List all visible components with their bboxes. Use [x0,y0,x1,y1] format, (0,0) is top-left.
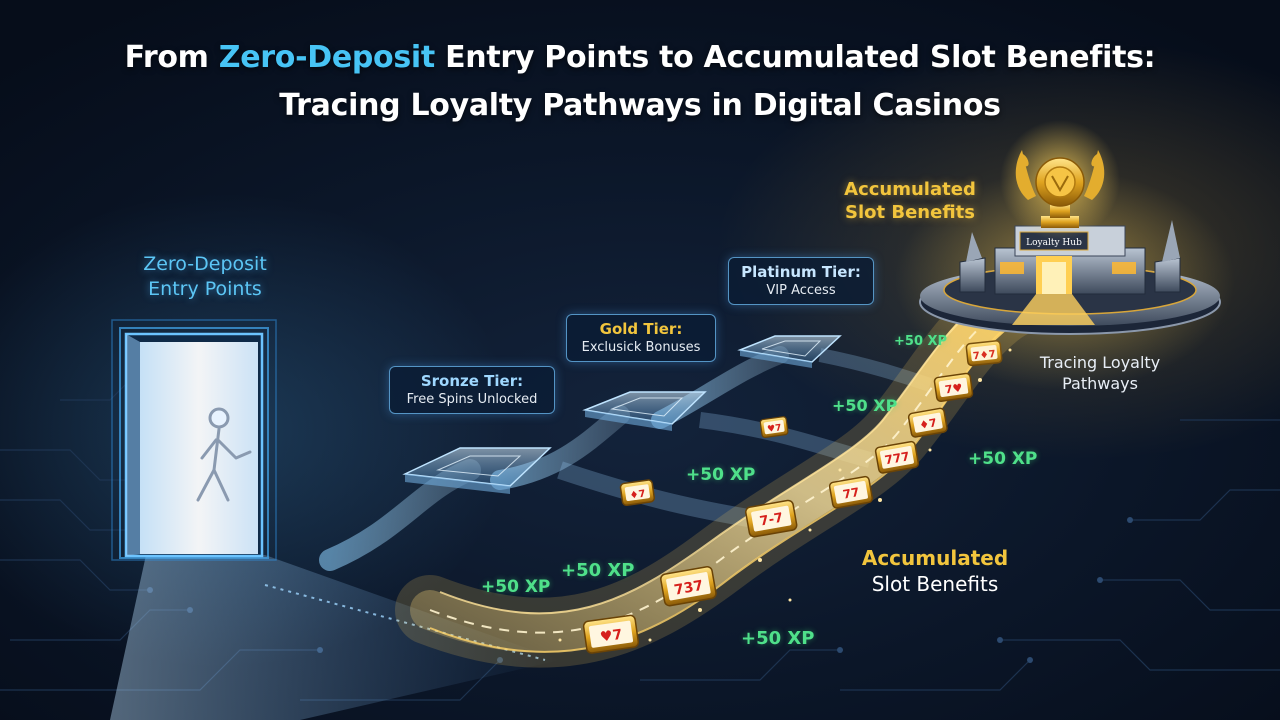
svg-text:737: 737 [673,578,705,599]
svg-text:777: 777 [884,449,911,467]
tier-desc: Free Spins Unlocked [406,392,538,407]
svg-text:7-7: 7-7 [759,511,785,530]
entry-door [111,319,277,561]
svg-text:♥7: ♥7 [599,627,623,646]
tier-callout-bronze: Sronze Tier: Free Spins Unlocked [389,366,555,414]
slot-reel-icon: 737 [660,566,717,607]
bottom-benefits-line1: Accumulated [861,546,1009,570]
walking-person-icon [196,407,252,502]
xp-badge: +50 XP [686,465,756,485]
slot-reel-icon: 77 [828,475,874,509]
svg-text:♦7: ♦7 [918,416,938,432]
tier-platform-gold [582,391,707,431]
tier-name: Platinum Tier: [741,263,861,281]
slot-reels: ♥7 737 7-7 77 777 [582,340,1003,654]
bottom-benefits-line2: Slot Benefits [871,572,999,596]
top-benefits-line2: Slot Benefits [845,202,975,223]
slot-reel-icon: ♦7 [619,479,655,507]
tier-desc: VIP Access [766,283,836,298]
top-benefits-line1: Accumulated [844,179,976,200]
slot-reel-icon: 777 [874,440,920,474]
page-title-line2: Tracing Loyalty Pathways in Digital Casi… [279,88,1001,123]
entry-points-label: Zero-Deposit Entry Points [120,252,290,302]
title-highlight: Zero-Deposit [218,40,435,75]
slot-reel-icon: ♥7 [759,416,789,439]
bottom-benefits-label: Accumulated Slot Benefits [840,545,1030,597]
tier-callout-platinum: Platinum Tier: VIP Access [728,257,874,305]
xp-badge: +50 XP [968,449,1038,469]
tier-name: Gold Tier: [599,320,683,338]
entry-label-line2: Entry Points [148,278,262,300]
laurel-wreath-icon [1015,150,1105,200]
svg-text:7♥: 7♥ [944,381,963,396]
entry-label-line1: Zero-Deposit [143,253,267,275]
entry-light-floor [110,555,560,720]
trophy-icon [1000,120,1120,240]
xp-badge: +50 XP [832,396,898,415]
tier-callout-gold: Gold Tier: Exclusick Bonuses [566,314,716,362]
xp-badge: +50 XP [481,577,551,597]
svg-text:♥7: ♥7 [767,423,783,435]
tier-name: Sronze Tier: [420,372,524,390]
tier-desc: Exclusick Bonuses [581,340,701,355]
title-suffix: Entry Points to Accumulated Slot Benefit… [434,40,1156,75]
castle-hub-icon [919,220,1221,335]
tier-platform-bronze [402,447,552,494]
slot-reel-icon: ♦7 [907,407,948,438]
title-prefix: From [124,40,219,75]
hub-sign: Loyalty Hub [1026,238,1082,248]
svg-text:77: 77 [842,485,861,502]
slot-reel-icon: 7♥ [933,372,974,402]
xp-badge: +50 XP [561,560,635,581]
svg-text:♦7: ♦7 [629,489,646,502]
slot-reel-icon: ♥7 [582,614,640,654]
page-title-line1: From Zero-Deposit Entry Points to Accumu… [0,40,1280,75]
pathways-line2: Pathways [1062,374,1138,393]
xp-badge: +50 XP [741,628,815,649]
top-benefits-label: Accumulated Slot Benefits [820,178,1000,224]
tier-platform-platinum [737,335,842,368]
pathways-line1: Tracing Loyalty [1039,353,1161,372]
slot-reel-icon: 7-7 [745,499,798,538]
pathways-label: Tracing Loyalty Pathways [1020,352,1180,394]
xp-badge: +50 XP [894,334,948,349]
